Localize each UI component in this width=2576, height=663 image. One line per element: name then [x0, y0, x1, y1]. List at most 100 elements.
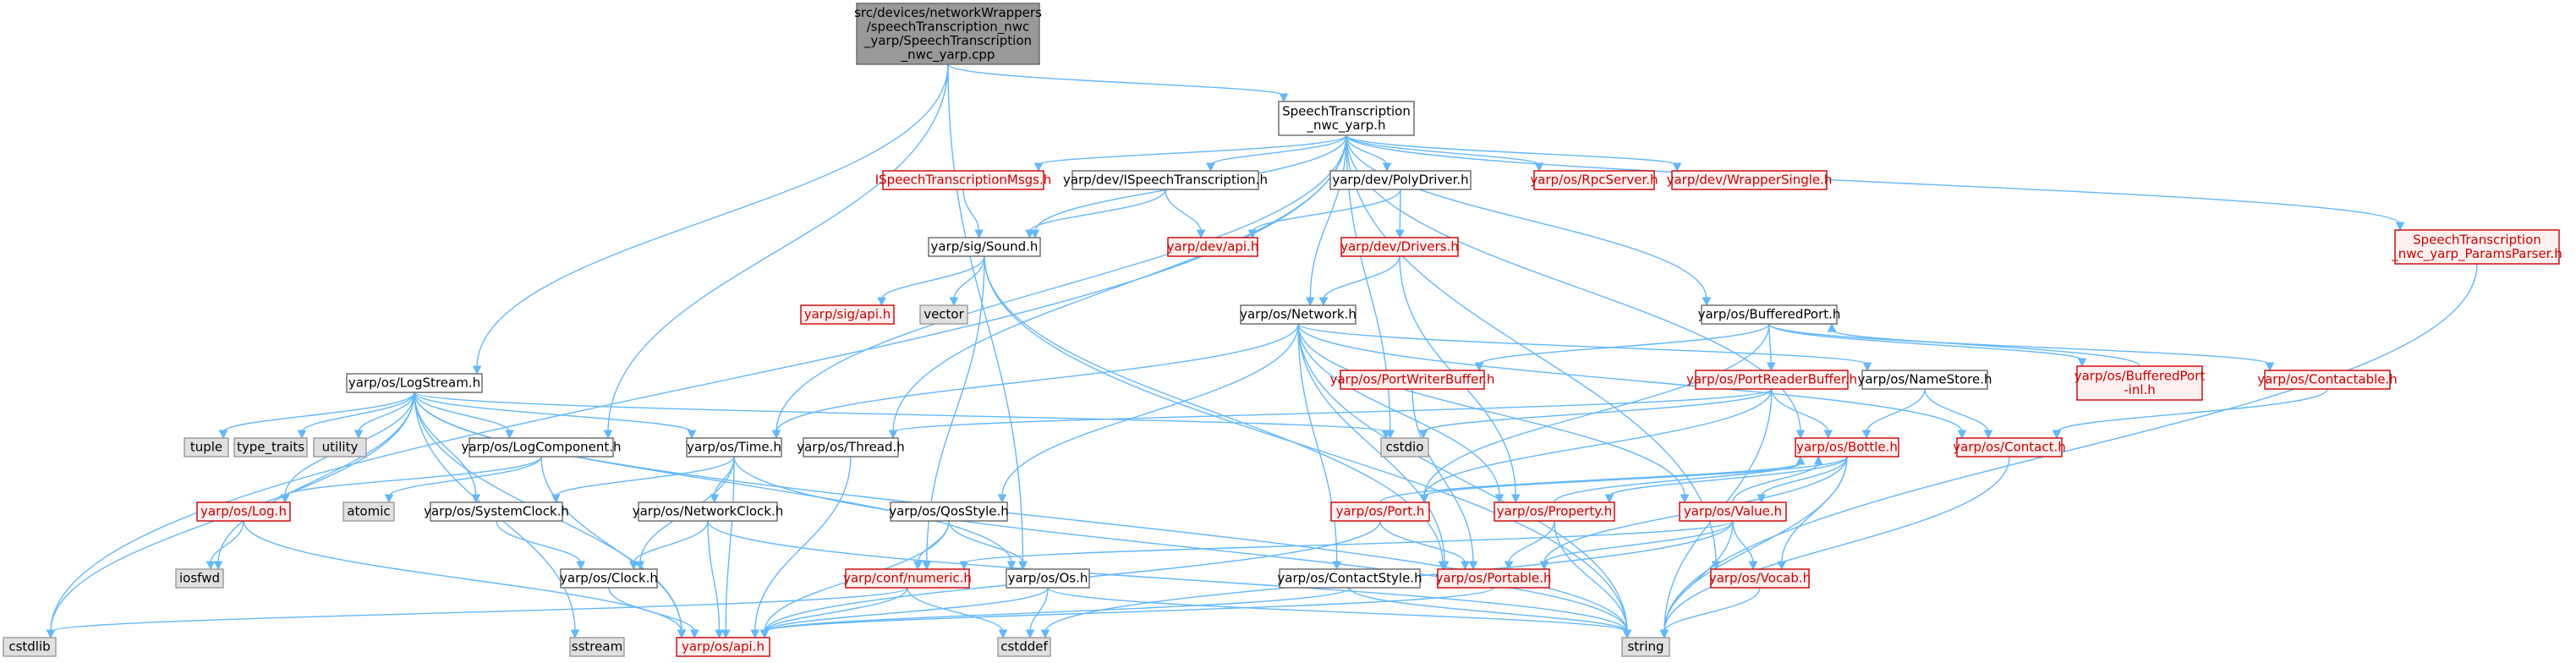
node-box: [686, 437, 782, 458]
node-numeric[interactable]: yarp/conf/numeric.h: [843, 568, 972, 589]
node-property[interactable]: yarp/os/Property.h: [1494, 501, 1615, 522]
edge-st_h-to-ispeech_msgs: [1033, 134, 1347, 173]
node-label: _nwc_yarp_ParamsParser.h: [2391, 246, 2562, 262]
node-os_h[interactable]: yarp/os/Os.h: [1006, 568, 1090, 589]
node-label: SpeechTranscription: [2413, 232, 2541, 247]
node-port[interactable]: yarp/os/Port.h: [1330, 501, 1430, 522]
edge-ispeech_msgs-to-sound: [962, 189, 984, 239]
node-bufferedport[interactable]: yarp/os/BufferedPort.h: [1698, 304, 1841, 325]
node-logcomponent[interactable]: yarp/os/LogComponent.h: [461, 437, 622, 458]
node-namestore[interactable]: yarp/os/NameStore.h: [1857, 370, 1992, 390]
node-box: [175, 568, 224, 589]
node-contactstyle[interactable]: yarp/os/ContactStyle.h: [1277, 568, 1422, 589]
edge-property-to-bottle: [1554, 455, 1806, 503]
edge-portreaderbuffer-to-bottle: [1771, 388, 1833, 440]
node-box: [469, 437, 614, 458]
edge-logstream-to-time: [414, 392, 697, 440]
node-value[interactable]: yarp/os/Value.h: [1679, 501, 1787, 522]
node-network[interactable]: yarp/os/Network.h: [1240, 304, 1357, 325]
node-box: [3, 637, 57, 657]
edge-root-to-st_h: [947, 63, 1289, 103]
node-label: yarp/os/RpcServer.h: [1530, 173, 1658, 188]
node-st_h[interactable]: SpeechTranscription_nwc_yarp.h: [1278, 101, 1415, 136]
node-vocab[interactable]: yarp/os/Vocab.h: [1709, 568, 1811, 589]
node-log[interactable]: yarp/os/Log.h: [196, 501, 291, 522]
node-devapi[interactable]: yarp/dev/api.h: [1167, 237, 1259, 257]
node-bufferedport_inl[interactable]: yarp/os/BufferedPort-inl.h: [2075, 365, 2206, 401]
node-box: [346, 373, 483, 393]
edge-namestore-to-contact: [1924, 388, 1993, 440]
edge-time-to-osapi: [721, 456, 735, 639]
edge-st_h-to-ispeech: [1206, 134, 1347, 173]
node-label: yarp/dev/WrapperSingle.h: [1667, 173, 1833, 188]
node-osapi[interactable]: yarp/os/api.h: [676, 637, 770, 657]
node-polydriver[interactable]: yarp/dev/PolyDriver.h: [1329, 170, 1472, 190]
node-st_params[interactable]: SpeechTranscription_nwc_yarp_ParamsParse…: [2391, 229, 2562, 265]
node-label: yarp/conf/numeric.h: [843, 571, 972, 586]
node-portable[interactable]: yarp/os/Portable.h: [1436, 568, 1552, 589]
node-label: yarp/os/Property.h: [1497, 504, 1612, 519]
edge-qosstyle-to-os_h: [948, 520, 1028, 571]
node-logstream[interactable]: yarp/os/LogStream.h: [346, 373, 483, 393]
node-box: [1533, 170, 1655, 190]
node-label: yarp/os/Portable.h: [1436, 571, 1552, 586]
edge-logcomponent-to-atomic: [384, 456, 542, 504]
node-time[interactable]: yarp/os/Time.h: [686, 437, 782, 458]
edge-st_h-to-network: [1305, 134, 1347, 307]
node-box: [1679, 501, 1787, 522]
edge-value-to-numeric: [959, 520, 1734, 571]
node-ispeech_msgs[interactable]: ISpeechTranscriptionMsgs.h: [875, 170, 1052, 190]
edge-os_h-to-cstddef: [1025, 587, 1049, 639]
node-box: [343, 501, 395, 522]
edge-portwriterbuffer-to-portable: [1411, 388, 1478, 571]
node-rpcserver[interactable]: yarp/os/RpcServer.h: [1530, 170, 1658, 190]
node-box: [560, 568, 658, 589]
node-thread[interactable]: yarp/os/Thread.h: [797, 437, 905, 458]
node-ispeech[interactable]: yarp/dev/ISpeechTranscription.h: [1063, 170, 1268, 190]
node-root[interactable]: src/devices/networkWrappers/speechTransc…: [854, 3, 1042, 65]
node-contactable[interactable]: yarp/os/Contactable.h: [2257, 370, 2398, 390]
node-box: [638, 501, 778, 522]
node-portreaderbuffer[interactable]: yarp/os/PortReaderBuffer.h: [1686, 370, 1857, 390]
node-label: yarp/os/Vocab.h: [1709, 571, 1811, 586]
node-box: [1621, 637, 1670, 657]
node-box: [1340, 237, 1459, 257]
node-box: [1437, 568, 1550, 589]
node-box: [803, 437, 899, 458]
node-qosstyle[interactable]: yarp/os/QosStyle.h: [889, 501, 1009, 522]
node-sigapi[interactable]: yarp/sig/api.h: [800, 304, 895, 325]
node-box: [184, 437, 229, 458]
edge-numeric-to-osapi: [759, 587, 908, 639]
node-label: sstream: [572, 639, 622, 655]
node-label: _yarp/SpeechTranscription: [863, 33, 1032, 49]
node-label: yarp/os/Bottle.h: [1796, 440, 1898, 455]
node-label: yarp/os/SystemClock.h: [424, 504, 569, 519]
node-cstdio: cstdio: [1380, 437, 1429, 458]
node-label: yarp/os/api.h: [682, 639, 765, 655]
edge-logstream-to-systemclock: [414, 392, 481, 504]
node-systemclock[interactable]: yarp/os/SystemClock.h: [424, 501, 569, 522]
node-label: yarp/os/LogComponent.h: [461, 440, 621, 455]
edge-time-to-systemclock: [551, 456, 735, 504]
node-sound[interactable]: yarp/sig/Sound.h: [928, 237, 1041, 257]
node-box: [1861, 370, 1988, 390]
node-networkclock[interactable]: yarp/os/NetworkClock.h: [633, 501, 784, 522]
node-cstddef: cstddef: [997, 637, 1051, 657]
node-label: yarp/os/Os.h: [1008, 571, 1088, 586]
node-bottle[interactable]: yarp/os/Bottle.h: [1795, 437, 1899, 458]
node-contact[interactable]: yarp/os/Contact.h: [1953, 437, 2066, 458]
node-box: [882, 170, 1044, 190]
node-portwriterbuffer[interactable]: yarp/os/PortWriterBuffer.h: [1330, 370, 1495, 390]
node-box: [676, 637, 770, 657]
edge-sound-to-vector: [949, 255, 985, 307]
node-label: cstddef: [1000, 639, 1048, 655]
node-box: [1006, 568, 1090, 589]
node-wrappersingle[interactable]: yarp/dev/WrapperSingle.h: [1667, 170, 1833, 190]
node-box: [1330, 501, 1430, 522]
node-drivers[interactable]: yarp/dev/Drivers.h: [1340, 237, 1459, 257]
node-clock[interactable]: yarp/os/Clock.h: [560, 568, 658, 589]
node-box: [569, 637, 625, 657]
node-box: [1380, 437, 1429, 458]
node-label: iosfwd: [179, 571, 220, 586]
node-label: yarp/os/Contactable.h: [2257, 372, 2398, 387]
